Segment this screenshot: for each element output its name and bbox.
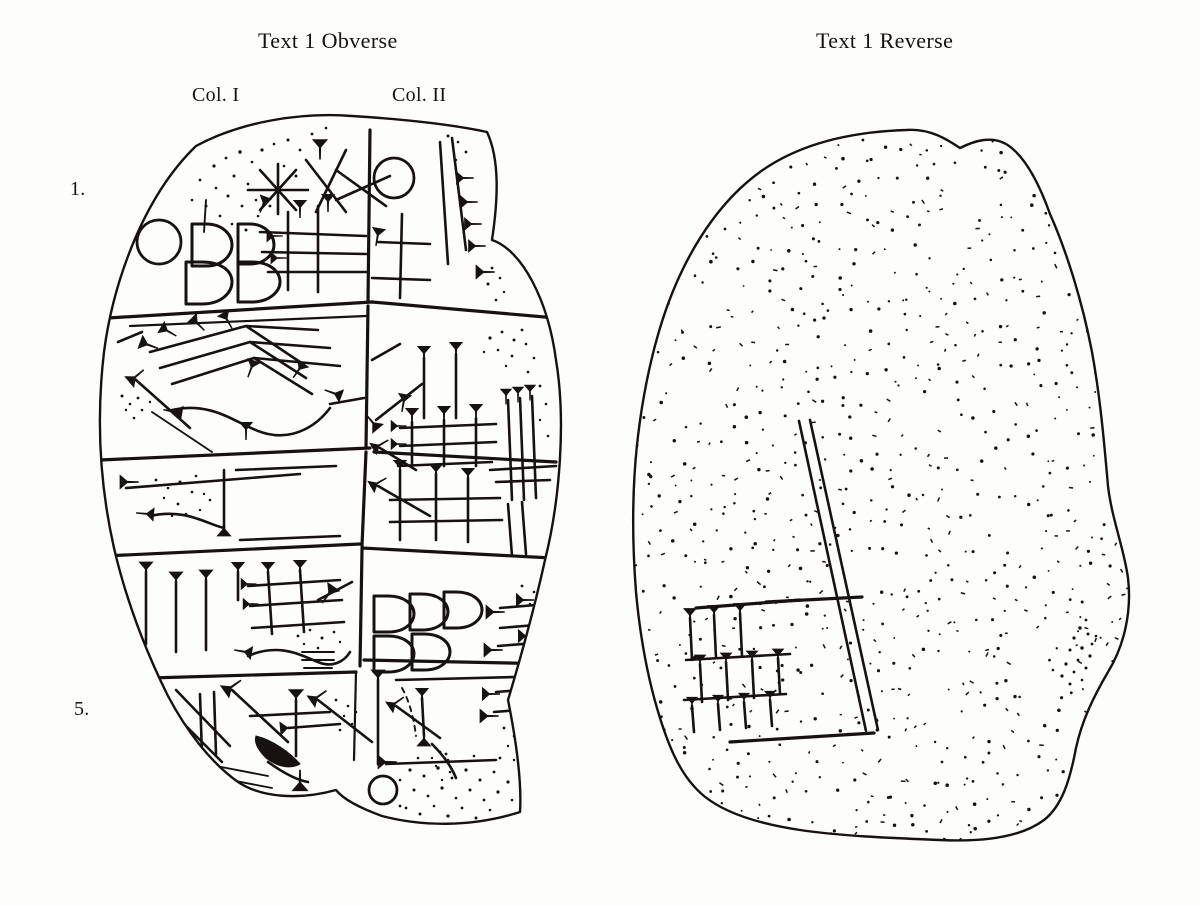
line-number-5: 5. bbox=[74, 698, 90, 720]
d-sign bbox=[442, 590, 484, 630]
obverse-register-4 bbox=[138, 560, 550, 674]
obverse-register-1-col1 bbox=[135, 126, 368, 306]
obverse-register-1-col2 bbox=[334, 134, 506, 302]
reverse-outline bbox=[632, 128, 1131, 842]
d-sign bbox=[236, 222, 276, 266]
d-sign bbox=[372, 634, 416, 674]
damage-stipple bbox=[296, 628, 342, 650]
obverse-title: Text 1 Obverse bbox=[258, 28, 398, 53]
circle-sign bbox=[372, 156, 416, 200]
d-sign bbox=[184, 260, 234, 306]
obverse-register-5 bbox=[164, 669, 558, 824]
obverse-column-divider bbox=[352, 128, 372, 762]
obverse-register-3 bbox=[119, 460, 552, 558]
reverse-double-rule bbox=[797, 418, 880, 733]
d-sign bbox=[410, 632, 452, 672]
obverse-tablet bbox=[98, 113, 563, 825]
damage-stipple bbox=[502, 726, 532, 768]
chevron-sign-group bbox=[137, 309, 342, 396]
reverse-rule-top bbox=[694, 598, 802, 610]
obverse-register-2-col1 bbox=[116, 309, 368, 453]
curved-sign bbox=[162, 402, 332, 440]
obverse-ruling-lines bbox=[99, 300, 558, 680]
damage-stipple bbox=[154, 474, 212, 518]
reverse-rule-top-2 bbox=[764, 595, 864, 604]
reverse-damage-stipple bbox=[1060, 618, 1098, 686]
obverse-register-2-col2 bbox=[359, 328, 558, 502]
d-sign bbox=[190, 222, 234, 268]
obverse-outline bbox=[98, 113, 563, 825]
line-number-1: 1. bbox=[70, 178, 86, 200]
reverse-surface-stipple bbox=[633, 129, 1130, 841]
reverse-sign-block bbox=[682, 603, 792, 734]
filled-wedge-sign bbox=[255, 735, 301, 768]
damage-stipple bbox=[482, 328, 550, 438]
circle-sign bbox=[367, 774, 399, 806]
damage-stipple bbox=[446, 134, 506, 302]
grid-sign-group bbox=[390, 342, 498, 468]
damage-stipple bbox=[190, 126, 328, 232]
d-sign bbox=[408, 592, 450, 632]
damage-stipple bbox=[120, 394, 152, 420]
reverse-title: Text 1 Reverse bbox=[816, 28, 954, 53]
d-sign bbox=[236, 260, 282, 304]
column-label-1: Col. I bbox=[192, 84, 240, 106]
d-sign bbox=[372, 594, 416, 634]
circle-sign bbox=[135, 218, 183, 266]
damage-stipple bbox=[430, 750, 452, 782]
reverse-rule-bottom bbox=[728, 731, 876, 744]
column-label-2: Col. II bbox=[392, 84, 447, 106]
damage-stipple bbox=[334, 698, 358, 732]
damage-stipple-bottom bbox=[398, 752, 514, 824]
starburst-sign bbox=[246, 162, 310, 216]
damage-stipple bbox=[520, 584, 548, 650]
reverse-tablet bbox=[632, 128, 1131, 842]
